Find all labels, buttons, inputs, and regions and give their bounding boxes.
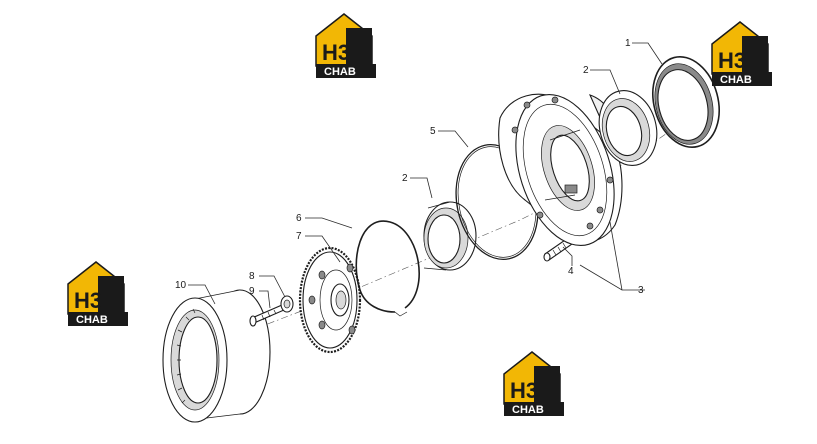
callout-labels: 1 2 2 3 4 5 6 7 8 9 10 — [175, 38, 644, 297]
svg-text:CHAB: CHAB — [720, 74, 752, 86]
ring-gear-part-10 — [162, 289, 271, 423]
gear-disc-part-7 — [298, 246, 362, 354]
callout-4: 4 — [568, 266, 574, 277]
seal-part-2-upper — [598, 90, 658, 166]
watermark-logo-bottom-center: H3 CHAB — [503, 351, 565, 417]
callout-1: 1 — [625, 38, 631, 49]
svg-text:H3: H3 — [322, 40, 350, 65]
callout-3: 3 — [638, 285, 644, 296]
nut-part-8 — [280, 295, 294, 313]
watermark-logo-top-center: H3 CHAB — [315, 13, 377, 79]
svg-text:H3: H3 — [74, 288, 102, 313]
svg-text:CHAB: CHAB — [76, 314, 108, 326]
svg-text:H3: H3 — [718, 48, 746, 73]
callout-7: 7 — [296, 231, 302, 242]
callout-2-lower: 2 — [402, 173, 408, 184]
callout-8: 8 — [249, 271, 255, 282]
seal-part-2-lower — [423, 201, 477, 271]
callout-2-upper: 2 — [583, 65, 589, 76]
svg-text:CHAB: CHAB — [512, 404, 544, 416]
hub-part-3 — [498, 93, 623, 247]
svg-text:CHAB: CHAB — [324, 66, 356, 78]
callout-6: 6 — [296, 213, 302, 224]
watermark-logo-left: H3 CHAB — [67, 261, 129, 327]
bolt-part-9 — [249, 304, 285, 327]
callout-9: 9 — [249, 286, 255, 297]
seal-ring-part-1 — [652, 56, 720, 148]
svg-text:H3: H3 — [510, 378, 538, 403]
leader-lines — [188, 42, 663, 309]
callout-10: 10 — [175, 280, 187, 291]
callout-5: 5 — [430, 126, 436, 137]
watermark-logo-top-right: H3 CHAB — [711, 21, 773, 87]
snap-ring-part-6 — [355, 220, 420, 317]
